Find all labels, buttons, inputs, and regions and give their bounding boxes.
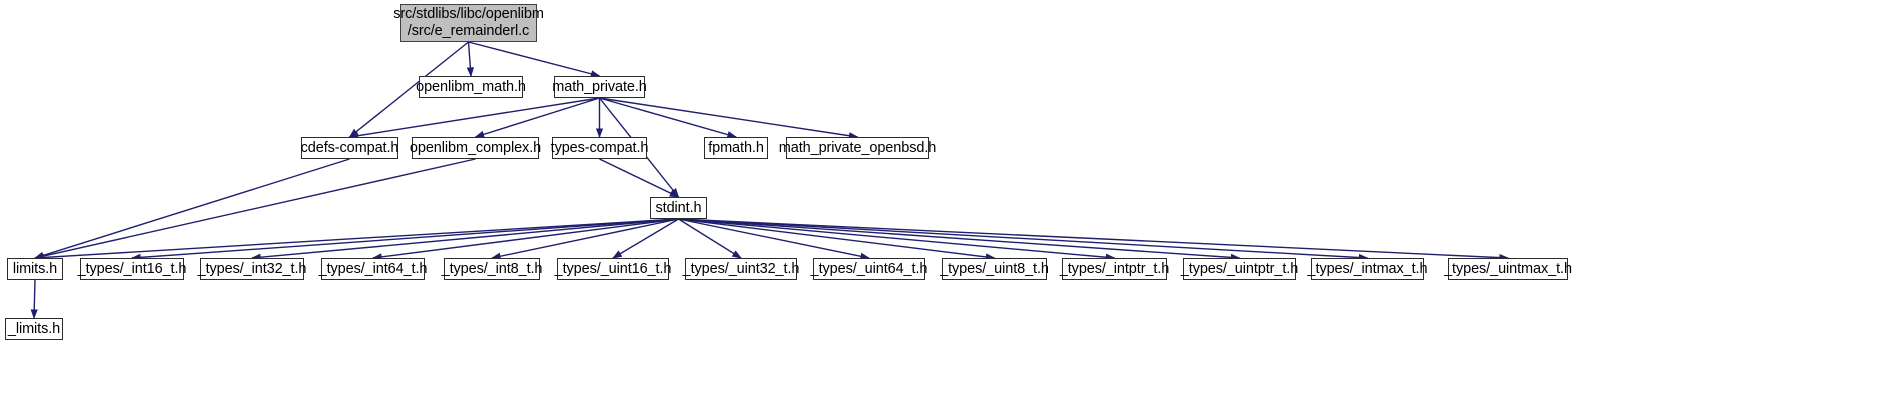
graph-edge-root-to-math_private — [468, 41, 601, 78]
graph-edge-root-to-openlibm_math — [466, 41, 474, 78]
graph-node-label: stdint.h — [655, 200, 702, 216]
graph-node-stdint[interactable]: stdint.h — [650, 197, 707, 219]
graph-node-label: cdefs-compat.h — [300, 140, 399, 156]
graph-node-label: openlibm_math.h — [416, 79, 526, 95]
graph-node-label: math_private_openbsd.h — [778, 140, 937, 156]
graph-node-fpmath[interactable]: fpmath.h — [704, 137, 768, 159]
graph-node-uintptr[interactable]: _types/_uintptr_t.h — [1180, 258, 1299, 280]
graph-node-label: fpmath.h — [708, 140, 764, 156]
graph-edge-stdint-to-int8 — [490, 218, 679, 260]
graph-node-label: _types/_uint32_t.h — [682, 261, 800, 277]
graph-node-label: math_private.h — [552, 79, 647, 95]
graph-node-label: _types/_uintptr_t.h — [1180, 261, 1299, 277]
graph-node-label: limits.h — [12, 261, 58, 277]
graph-node-intmax[interactable]: _types/_intmax_t.h — [1308, 258, 1428, 280]
graph-node-label: _types/_uint16_t.h — [554, 261, 672, 277]
graph-node-uint8[interactable]: _types/_uint8_t.h — [940, 258, 1049, 280]
graph-node-label: _types/_uintmax_t.h — [1444, 261, 1572, 277]
graph-node-cdefs_compat[interactable]: cdefs-compat.h — [301, 137, 398, 159]
graph-edge-stdint-to-intptr — [678, 218, 1116, 261]
graph-edge-types_compat-to-stdint — [599, 158, 680, 198]
graph-edge-math_private-to-fpmath — [599, 97, 738, 139]
graph-node-math_private_obsd[interactable]: math_private_openbsd.h — [779, 137, 936, 159]
graph-node-label: _types/_int8_t.h — [441, 261, 543, 277]
graph-edge-stdint-to-uint16 — [612, 218, 679, 259]
graph-node-openlibm_complex[interactable]: openlibm_complex.h — [409, 137, 542, 159]
graph-edge-cdefs_compat-to-limits — [33, 158, 350, 259]
graph-edge-stdint-to-intmax — [678, 218, 1369, 262]
graph-node-label: _types/_int32_t.h — [197, 261, 307, 277]
graph-node-label: _types/_int16_t.h — [77, 261, 187, 277]
graph-node-label: _types/_intmax_t.h — [1307, 261, 1428, 277]
graph-node-math_private[interactable]: math_private.h — [552, 76, 647, 98]
graph-edge-stdint-to-int16 — [130, 218, 679, 262]
graph-node-int32[interactable]: _types/_int32_t.h — [197, 258, 307, 280]
graph-edge-stdint-to-uint8 — [678, 218, 996, 261]
graph-edge-limits-to-_limits — [30, 279, 38, 320]
graph-node-int64[interactable]: _types/_int64_t.h — [318, 258, 428, 280]
graph-node-openlibm_math[interactable]: openlibm_math.h — [416, 76, 526, 98]
graph-node-label: openlibm_complex.h — [409, 140, 542, 156]
graph-edge-stdint-to-int64 — [371, 218, 679, 261]
graph-node-label: _limits.h — [7, 321, 61, 337]
graph-node-uintmax[interactable]: _types/_uintmax_t.h — [1444, 258, 1572, 280]
graph-edge-stdint-to-limits — [33, 218, 679, 262]
graph-node-types_compat[interactable]: types-compat.h — [550, 137, 649, 159]
graph-node-int16[interactable]: _types/_int16_t.h — [77, 258, 187, 280]
graph-node-uint16[interactable]: _types/_uint16_t.h — [554, 258, 672, 280]
graph-edge-stdint-to-int32 — [250, 218, 679, 261]
graph-node-uint64[interactable]: _types/_uint64_t.h — [810, 258, 928, 280]
graph-node-label: _types/_uint8_t.h — [940, 261, 1049, 277]
graph-node-limits[interactable]: limits.h — [7, 258, 63, 280]
graph-edge-stdint-to-uintptr — [678, 218, 1241, 262]
graph-node-label: _types/_uint64_t.h — [810, 261, 928, 277]
graph-edge-stdint-to-uint64 — [678, 218, 871, 260]
graph-node-label: _types/_int64_t.h — [318, 261, 428, 277]
graph-node-intptr[interactable]: _types/_intptr_t.h — [1059, 258, 1170, 280]
graph-node-int8[interactable]: _types/_int8_t.h — [441, 258, 543, 280]
graph-edge-openlibm_complex-to-limits — [33, 158, 476, 260]
graph-node-label: _types/_intptr_t.h — [1059, 261, 1170, 277]
graph-node-uint32[interactable]: _types/_uint32_t.h — [682, 258, 800, 280]
graph-edge-stdint-to-uintmax — [678, 218, 1510, 262]
graph-edge-math_private-to-math_private_obsd — [599, 97, 859, 140]
graph-node-root[interactable]: src/stdlibs/libc/openlibm /src/e_remaind… — [393, 4, 544, 42]
graph-edge-stdint-to-uint32 — [678, 218, 742, 259]
graph-edge-math_private-to-cdefs_compat — [348, 97, 600, 140]
graph-edge-math_private-to-openlibm_complex — [474, 97, 600, 138]
graph-node-_limits[interactable]: _limits.h — [5, 318, 63, 340]
graph-node-label: types-compat.h — [550, 140, 649, 156]
graph-node-label: src/stdlibs/libc/openlibm /src/e_remaind… — [393, 6, 544, 39]
